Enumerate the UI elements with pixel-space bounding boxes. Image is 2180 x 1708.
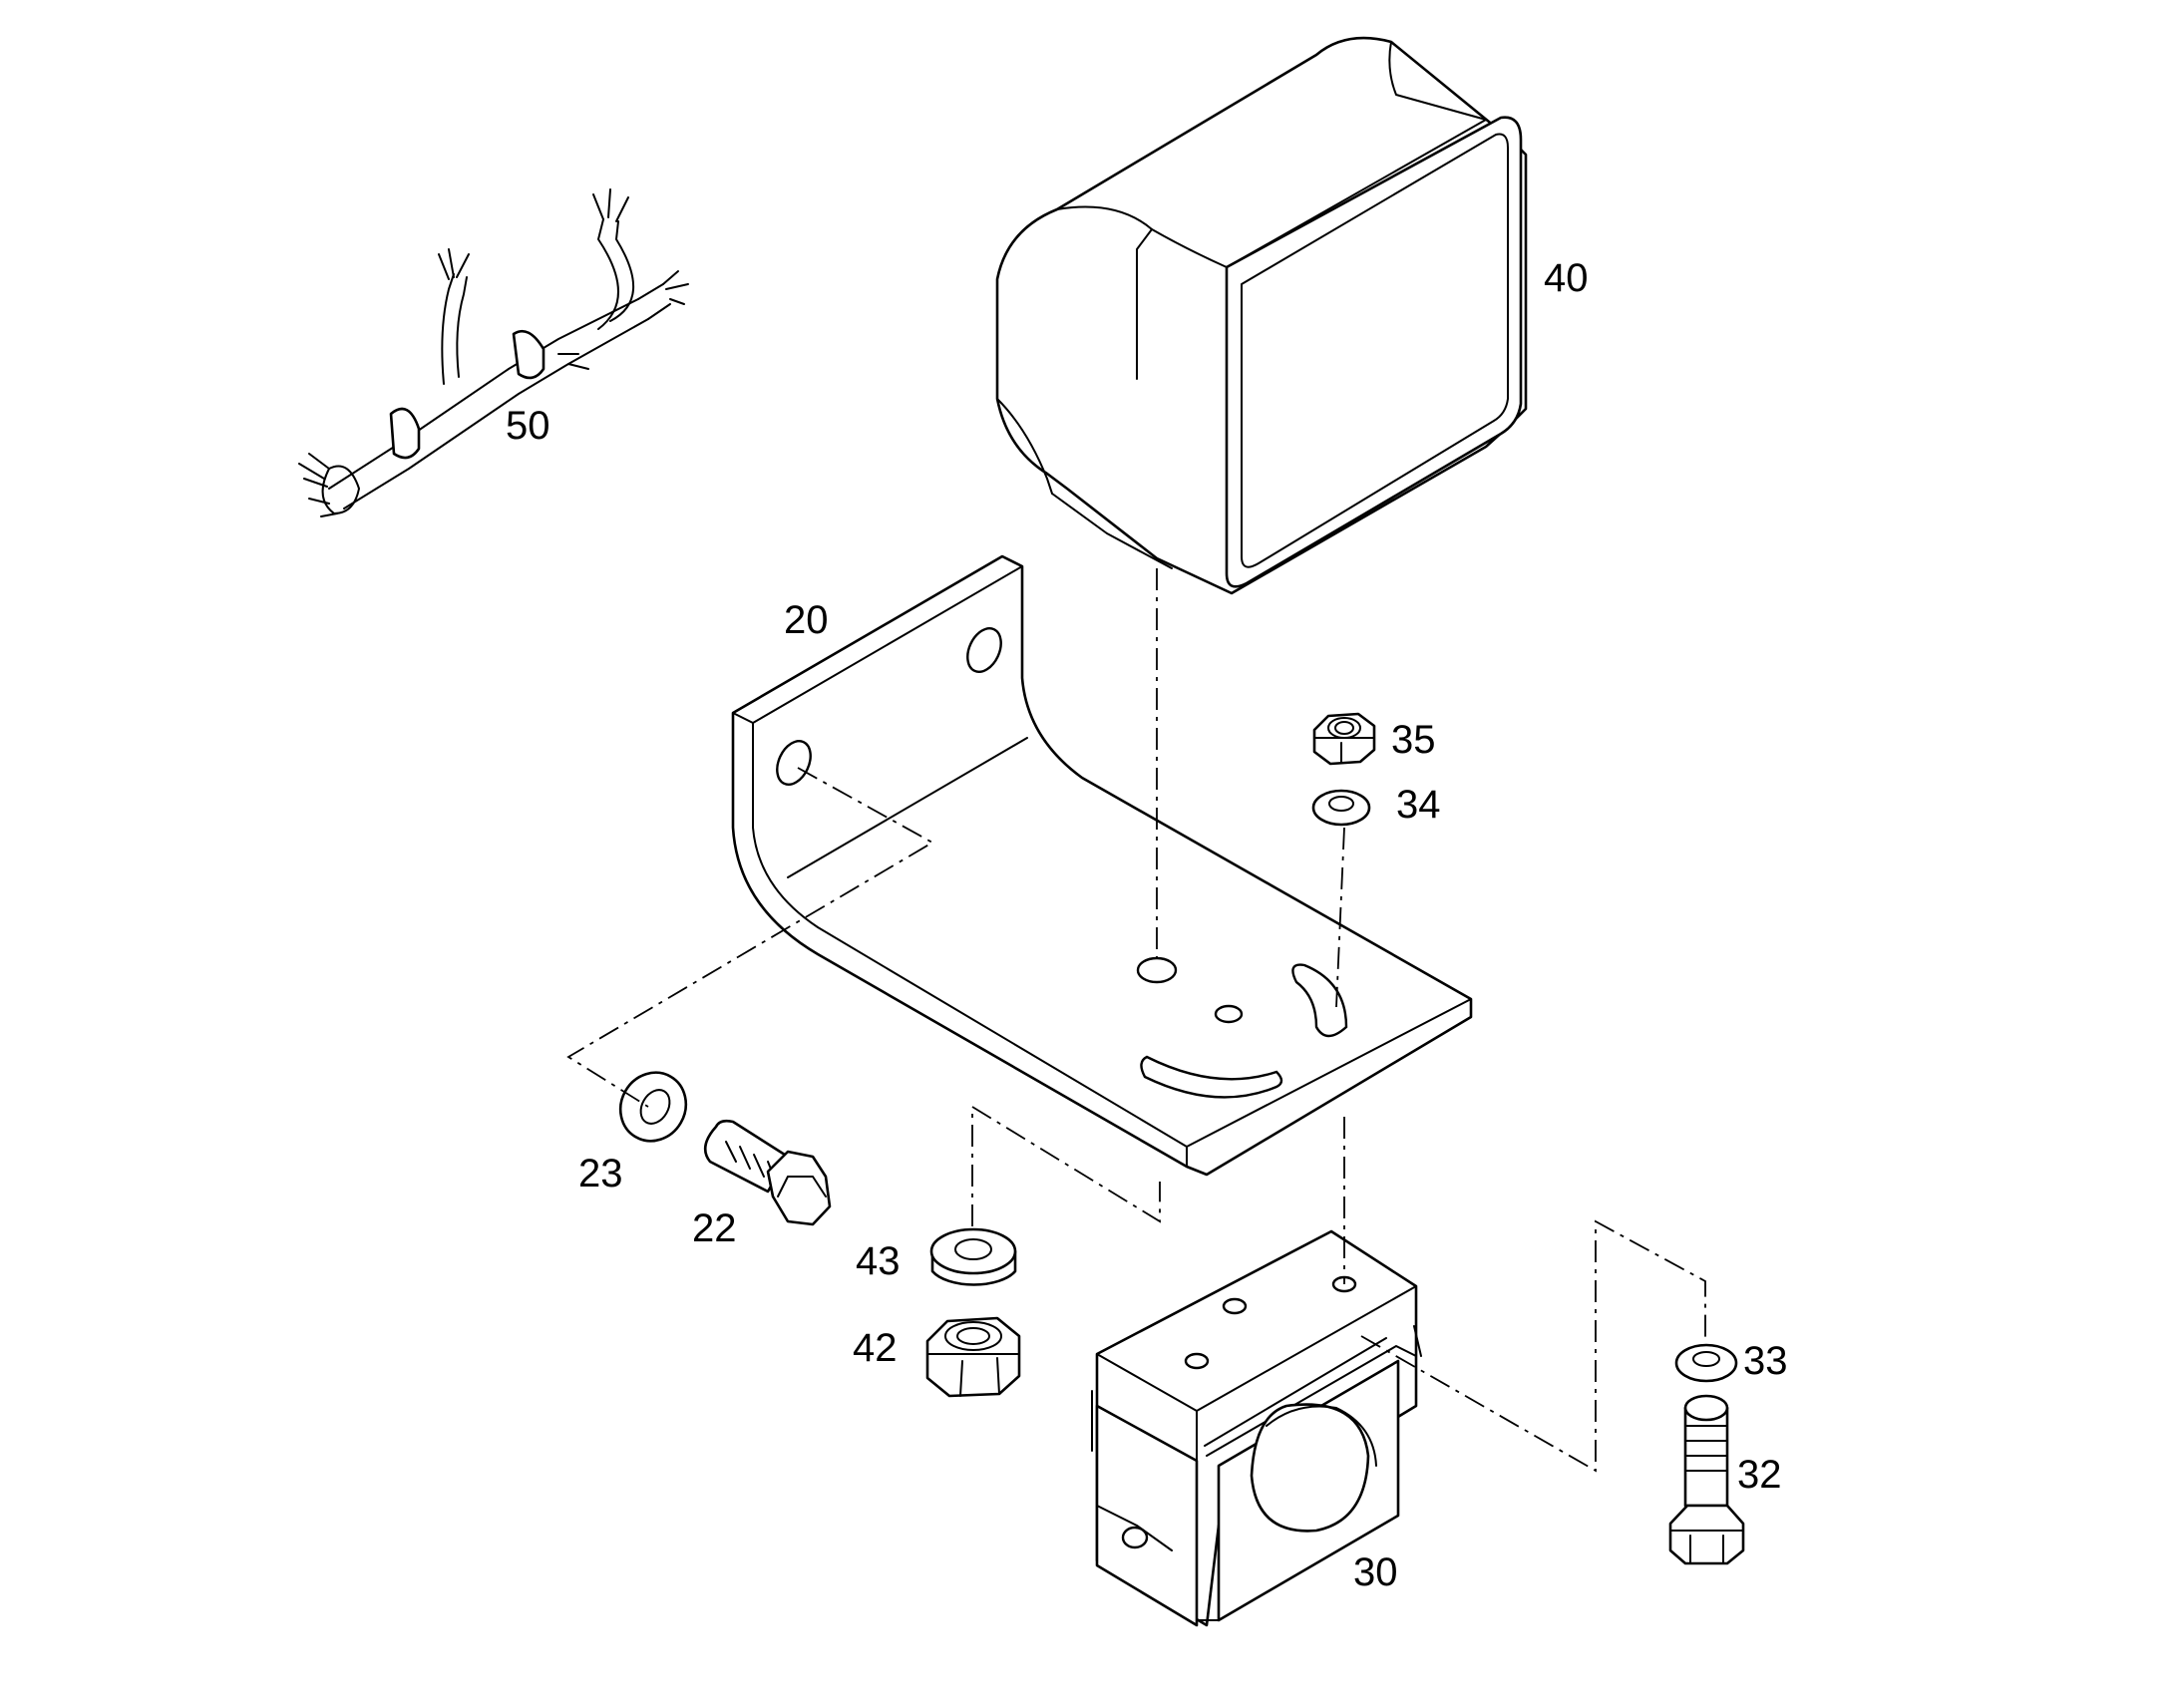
washer-43-part: [929, 1227, 1017, 1286]
lamp-housing-part: [995, 36, 1528, 595]
callout-33: 33: [1743, 1339, 1788, 1383]
nut-42-part: [925, 1316, 1021, 1398]
callout-42: 42: [853, 1326, 898, 1370]
base-block-part: [1091, 1229, 1422, 1627]
callout-32: 32: [1737, 1453, 1782, 1497]
callout-30: 30: [1353, 1550, 1398, 1594]
callout-40: 40: [1544, 256, 1589, 300]
cable-harness-part: [298, 188, 689, 517]
callout-35: 35: [1391, 718, 1436, 762]
callout-20: 20: [784, 598, 829, 642]
callout-23: 23: [578, 1152, 623, 1196]
callout-22: 22: [692, 1206, 737, 1250]
washer-23-part: [618, 1071, 688, 1143]
bolt-22-part: [703, 1119, 832, 1226]
assembly-leader-lines: [566, 568, 1706, 1473]
callout-50: 50: [506, 404, 550, 448]
bolt-32-part: [1668, 1394, 1745, 1565]
callout-43: 43: [856, 1239, 901, 1283]
callout-labels: 40 50 20 35 34 23 22 43 42 33 32 30: [506, 256, 1788, 1594]
mounting-bracket-part: [731, 554, 1473, 1177]
nut-35-part: [1312, 712, 1376, 766]
washer-34-part: [1311, 789, 1371, 827]
callout-34: 34: [1396, 783, 1441, 827]
washer-33-part: [1674, 1343, 1738, 1383]
